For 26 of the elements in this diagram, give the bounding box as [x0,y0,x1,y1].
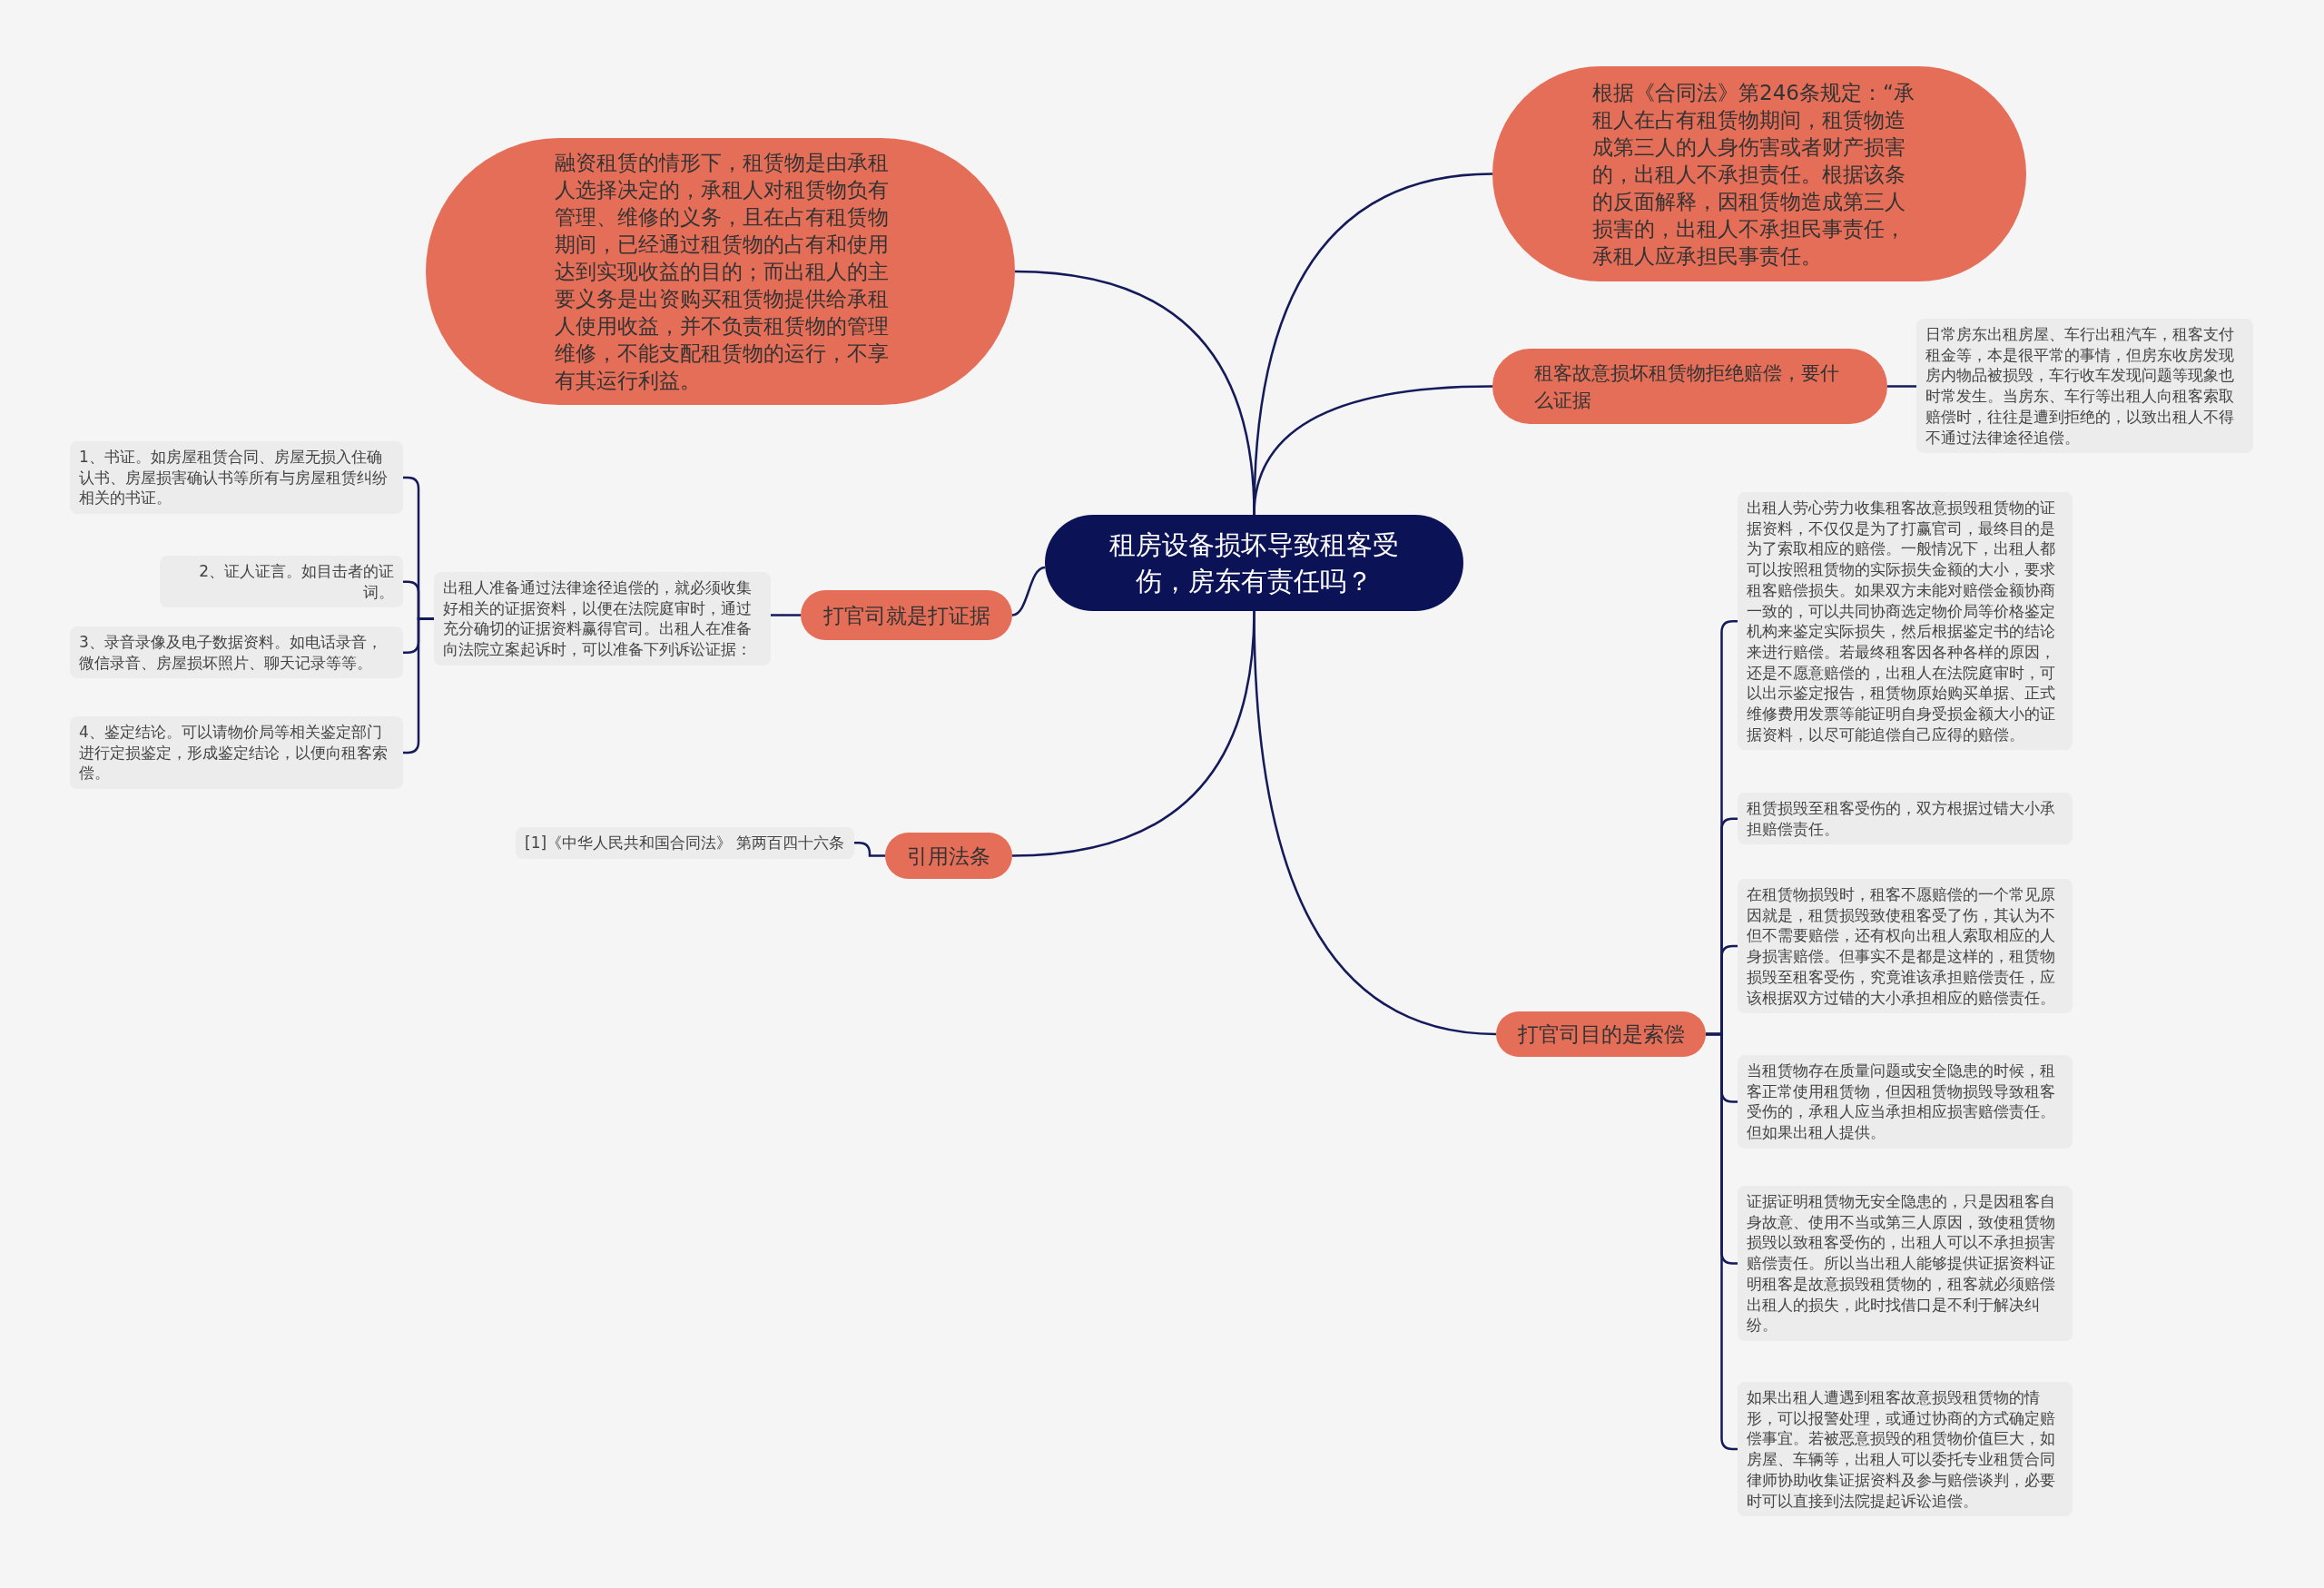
connector-line [1011,566,1046,616]
connector-line [854,842,885,857]
connector-line [1253,385,1493,516]
connector-line [771,614,801,616]
central-topic: 租房设备损坏导致租客受伤，房东有责任吗？ [1045,515,1463,611]
note-card: 如果出租人遭遇到租客故意损毁租赁物的情形，可以报警处理，或通过协商的方式确定赔偿事宜。若被恶意损毁的租赁物价值巨大，如房屋、车辆等，出租人可以委托专业租赁合同律师协助收集证据资料及参与赔偿谈判，必要时可以直接到法院提起诉讼追偿。 [1738,1382,2073,1517]
note-card: 日常房东出租房屋、车行出租汽车，租客支付租金等，本是很平常的事情，但房东收房发现房内物品被损毁，车行收车发现问题等现象也时常发生。当房东、车行等出租人向租客索取赔偿时，往往是遭到拒绝的，以致出租人不得不通过法律途径追偿。 [1916,319,2253,454]
topic-pill: 打官司目的是索偿 [1496,1011,1706,1057]
note-card: 在租赁物损毁时，租客不愿赔偿的一个常见原因就是，租赁损毁致使租客受了伤，其认为不但不需要赔偿，还有权向出租人索取相应的人身损害赔偿。但事实不是都是这样的，租赁物损毁至租客受伤，究竟谁该承担赔偿责任，应该根据双方过错的大小承担相应的赔偿责任。 [1738,879,2073,1014]
topic-pill: 引用法条 [885,833,1012,879]
topic-pill: 租客故意损坏租赁物拒绝赔偿，要什么证据 [1492,349,1887,424]
note-card: 2、证人证言。如目击者的证词。 [160,556,403,608]
note-card: [1]《中华人民共和国合同法》 第两百四十六条 [516,827,854,859]
note-card: 当租赁物存在质量问题或安全隐患的时候，租客正常使用租赁物，但因租赁物损毁导致租客受伤的，承租人应当承担相应损害赔偿责任。但如果出租人提供。 [1738,1055,2073,1149]
topic-pill: 打官司就是打证据 [801,590,1012,640]
note-card: 1、书证。如房屋租赁合同、房屋无损入住确认书、房屋损害确认书等所有与房屋租赁纠纷相关的书证。 [70,441,403,515]
note-card: 3、录音录像及电子数据资料。如电话录音，微信录音、房屋损坏照片、聊天记录等等。 [70,626,403,679]
topic-bubble: 根据《合同法》第246条规定：“承租人在占有租赁物期间，租赁物造成第三人的人身伤害或者财产损害的，出租人不承担责任。根据该条的反面解释，因租赁物造成第三人损害的，出租人不承担民事责任，承租人应承担民事责任。 [1492,66,2026,281]
note-card: 租赁损毁至租客受伤的，双方根据过错大小承担赔偿责任。 [1738,793,2073,845]
topic-bubble: 融资租赁的情形下，租赁物是由承租人选择决定的，承租人对租赁物负有管理、维修的义务，且在占有租赁物期间，已经通过租赁物的占有和使用达到实现收益的目的；而出租人的主要义务是出资购买租赁物提供给承租人使用收益，并不负责租赁物的管理维修，不能支配租赁物的运行，不享有其运行利益。 [426,138,1015,405]
connector-line [1887,385,1916,388]
note-card: 出租人准备通过法律途径追偿的，就必须收集好相关的证据资料，以便在法院庭审时，通过充分确切的证据资料赢得官司。出租人在准备向法院立案起诉时，可以准备下列诉讼证据： [434,572,771,666]
note-card: 证据证明租赁物无安全隐患的，只是因租客自身故意、使用不当或第三人原因，致使租赁物损毁以致租客受伤的，出租人可以不承担损害赔偿责任。所以当出租人能够提供证据资料证明租客是故意损毁租赁物的，租客就必须赔偿出租人的损失，此时找借口是不利于解决纠纷。 [1738,1186,2073,1341]
note-card: 出租人劳心劳力收集租客故意损毁租赁物的证据资料，不仅仅是为了打赢官司，最终目的是为了索取相应的赔偿。一般情况下，出租人都可以按照租赁物的实际损失金额的大小，要求租客赔偿损失。如果双方未能对赔偿金额协商一致的，可以共同协商选定物价局等价格鉴定机构来鉴定实际损失，然后根据鉴定书的结论来进行赔偿。若最终租客因各种各样的原因，还是不愿意赔偿的，出租人在法院庭审时，可以出示鉴定报告，租赁物原始购买单据、正式维修费用发票等能证明自身受损金额大小的证据资料，以尽可能追偿自己应得的赔偿。 [1738,492,2073,751]
note-card: 4、鉴定结论。可以请物价局等相关鉴定部门进行定损鉴定，形成鉴定结论，以便向租客索偿。 [70,716,403,790]
connector-line [1253,610,1497,1036]
